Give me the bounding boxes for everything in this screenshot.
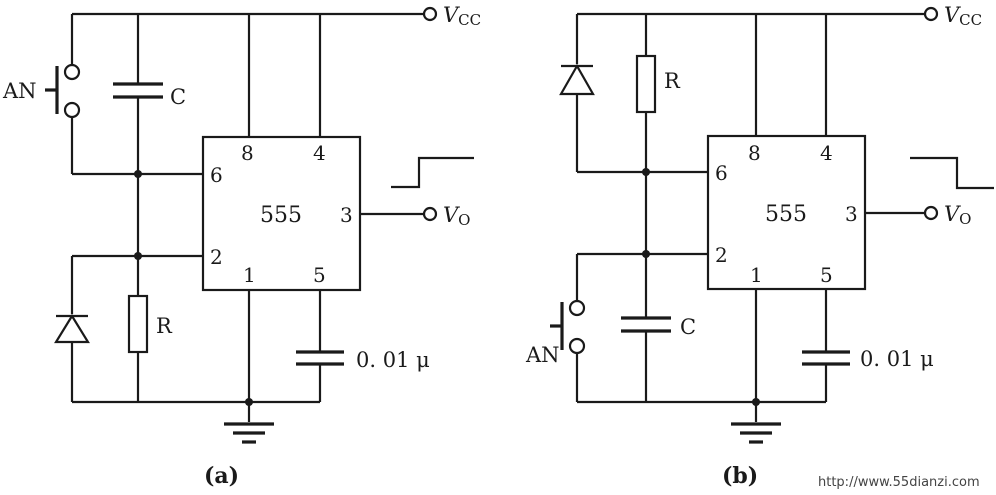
vo-terminal[interactable] <box>923 205 939 221</box>
capacitor-c: C <box>621 254 696 402</box>
push-button-an[interactable]: AN <box>525 254 586 402</box>
control-cap-label: 0. 01 μ <box>860 347 934 371</box>
diode <box>559 14 595 172</box>
button-label: AN <box>525 343 560 367</box>
chip-label: 555 <box>765 202 807 227</box>
pin-1-label: 1 <box>243 263 256 287</box>
output: VO <box>360 156 474 229</box>
resistor-label: R <box>664 69 681 93</box>
pin-2-label: 2 <box>715 243 728 267</box>
diagram-a: VCC AN C <box>2 3 481 489</box>
timer-chip: 555 8 4 6 2 1 5 3 <box>706 134 867 291</box>
vcc-rail: VCC <box>577 3 982 29</box>
ground-symbol <box>731 402 781 444</box>
button-label: AN <box>2 79 37 103</box>
control-capacitor: 0. 01 μ <box>802 289 934 402</box>
diagram-b: VCC R <box>525 3 994 489</box>
pin-8-label: 8 <box>748 141 761 165</box>
pin-4-label: 4 <box>313 141 326 165</box>
vcc-rail: VCC <box>72 3 481 29</box>
chip-label: 555 <box>260 203 302 228</box>
capacitor-label: C <box>170 85 186 109</box>
watermark: http://www.55dianzi.com <box>818 475 980 490</box>
pin-5-label: 5 <box>820 263 833 287</box>
pin-2-label: 2 <box>210 245 223 269</box>
diagram-caption: (a) <box>204 463 239 489</box>
pin-6-label: 6 <box>210 163 223 187</box>
capacitor-c: C <box>113 14 186 174</box>
resistor-label: R <box>156 314 173 338</box>
rising-step-waveform <box>391 156 474 189</box>
diagram-caption: (b) <box>722 463 758 489</box>
control-cap-label: 0. 01 μ <box>356 348 430 372</box>
falling-step-waveform <box>910 156 994 190</box>
pin-6-label: 6 <box>715 161 728 185</box>
vcc-terminal[interactable] <box>422 6 438 22</box>
pin-4-label: 4 <box>820 141 833 165</box>
vo-terminal[interactable] <box>422 206 438 222</box>
diode <box>54 256 90 402</box>
vo-label: VO <box>944 202 971 228</box>
vcc-terminal[interactable] <box>923 6 939 22</box>
control-capacitor: 0. 01 μ <box>296 290 430 402</box>
output: VO <box>865 156 994 228</box>
pin-1-label: 1 <box>750 263 763 287</box>
vo-label: VO <box>443 203 470 229</box>
vcc-label: VCC <box>944 3 982 29</box>
resistor-r: R <box>127 256 173 402</box>
pin-8-label: 8 <box>241 141 254 165</box>
pin-5-label: 5 <box>313 263 326 287</box>
capacitor-label: C <box>680 315 696 339</box>
pin-3-label: 3 <box>340 203 353 227</box>
ground-symbol <box>224 402 274 444</box>
pin-3-label: 3 <box>845 202 858 226</box>
vcc-label: VCC <box>443 3 481 29</box>
push-button-an[interactable]: AN <box>2 14 81 174</box>
resistor-r: R <box>635 14 681 172</box>
timer-chip: 555 8 4 6 2 1 5 3 <box>201 135 362 292</box>
